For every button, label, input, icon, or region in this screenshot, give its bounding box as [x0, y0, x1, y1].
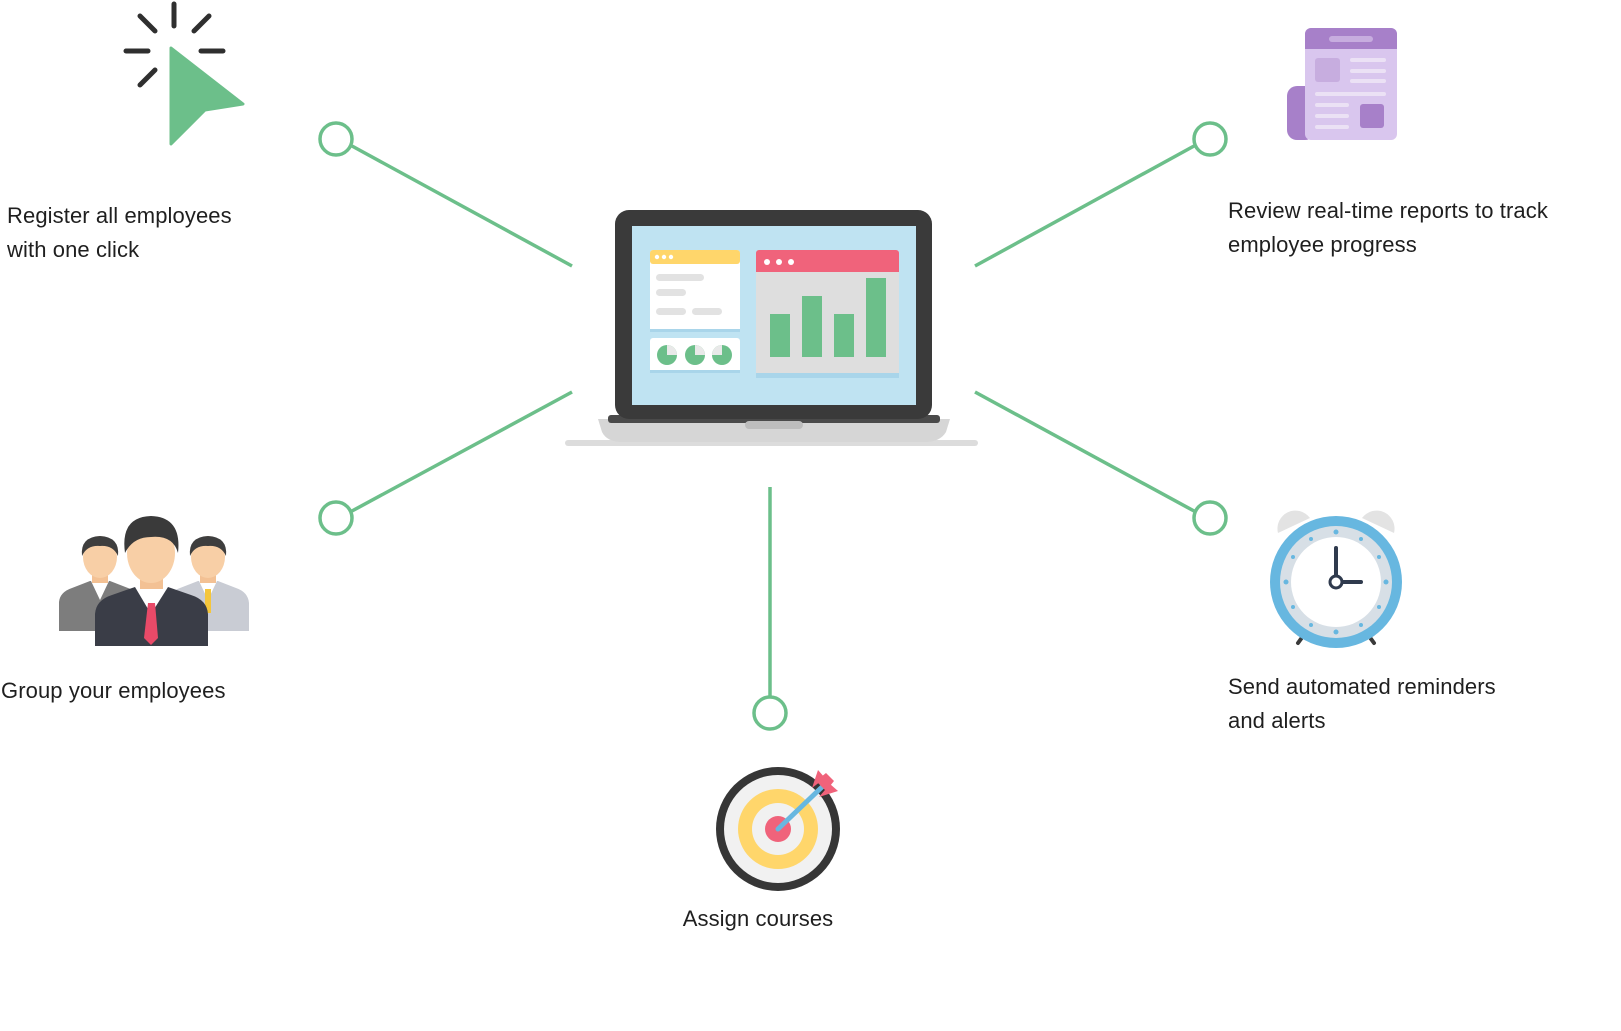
- connector-node-review: [1192, 121, 1228, 157]
- report-document-icon: [1287, 28, 1397, 140]
- connectors: [318, 121, 1228, 731]
- connector-node-assign: [752, 695, 788, 731]
- click-cursor-icon: [123, 1, 245, 146]
- connector-register: [351, 144, 573, 268]
- connector-node-register: [318, 121, 354, 157]
- label-group-employees: Group your employees: [1, 678, 226, 703]
- laptop-base: [598, 419, 950, 442]
- employee-group-icon: [59, 516, 249, 646]
- connector-remind: [974, 390, 1195, 513]
- label-review-reports: Review real-time reports to track employ…: [1228, 198, 1548, 257]
- laptop-dashboard-icon: [565, 210, 978, 446]
- dashboard-pie-card: [650, 338, 740, 373]
- connector-review: [974, 144, 1195, 268]
- connector-group: [351, 390, 573, 513]
- connector-node-remind: [1192, 500, 1228, 536]
- label-register-employees: Register all employees with one click: [7, 203, 232, 262]
- dashboard-bar-chart-card: [756, 250, 899, 378]
- target-arrow-icon: [716, 767, 840, 891]
- label-send-reminders: Send automated reminders and alerts: [1228, 674, 1496, 733]
- laptop-notch: [745, 421, 803, 429]
- dashboard-text-card: [650, 250, 740, 332]
- alarm-clock-icon: [1270, 510, 1402, 648]
- connector-node-group: [318, 500, 354, 536]
- label-assign-courses: Assign courses: [682, 906, 834, 931]
